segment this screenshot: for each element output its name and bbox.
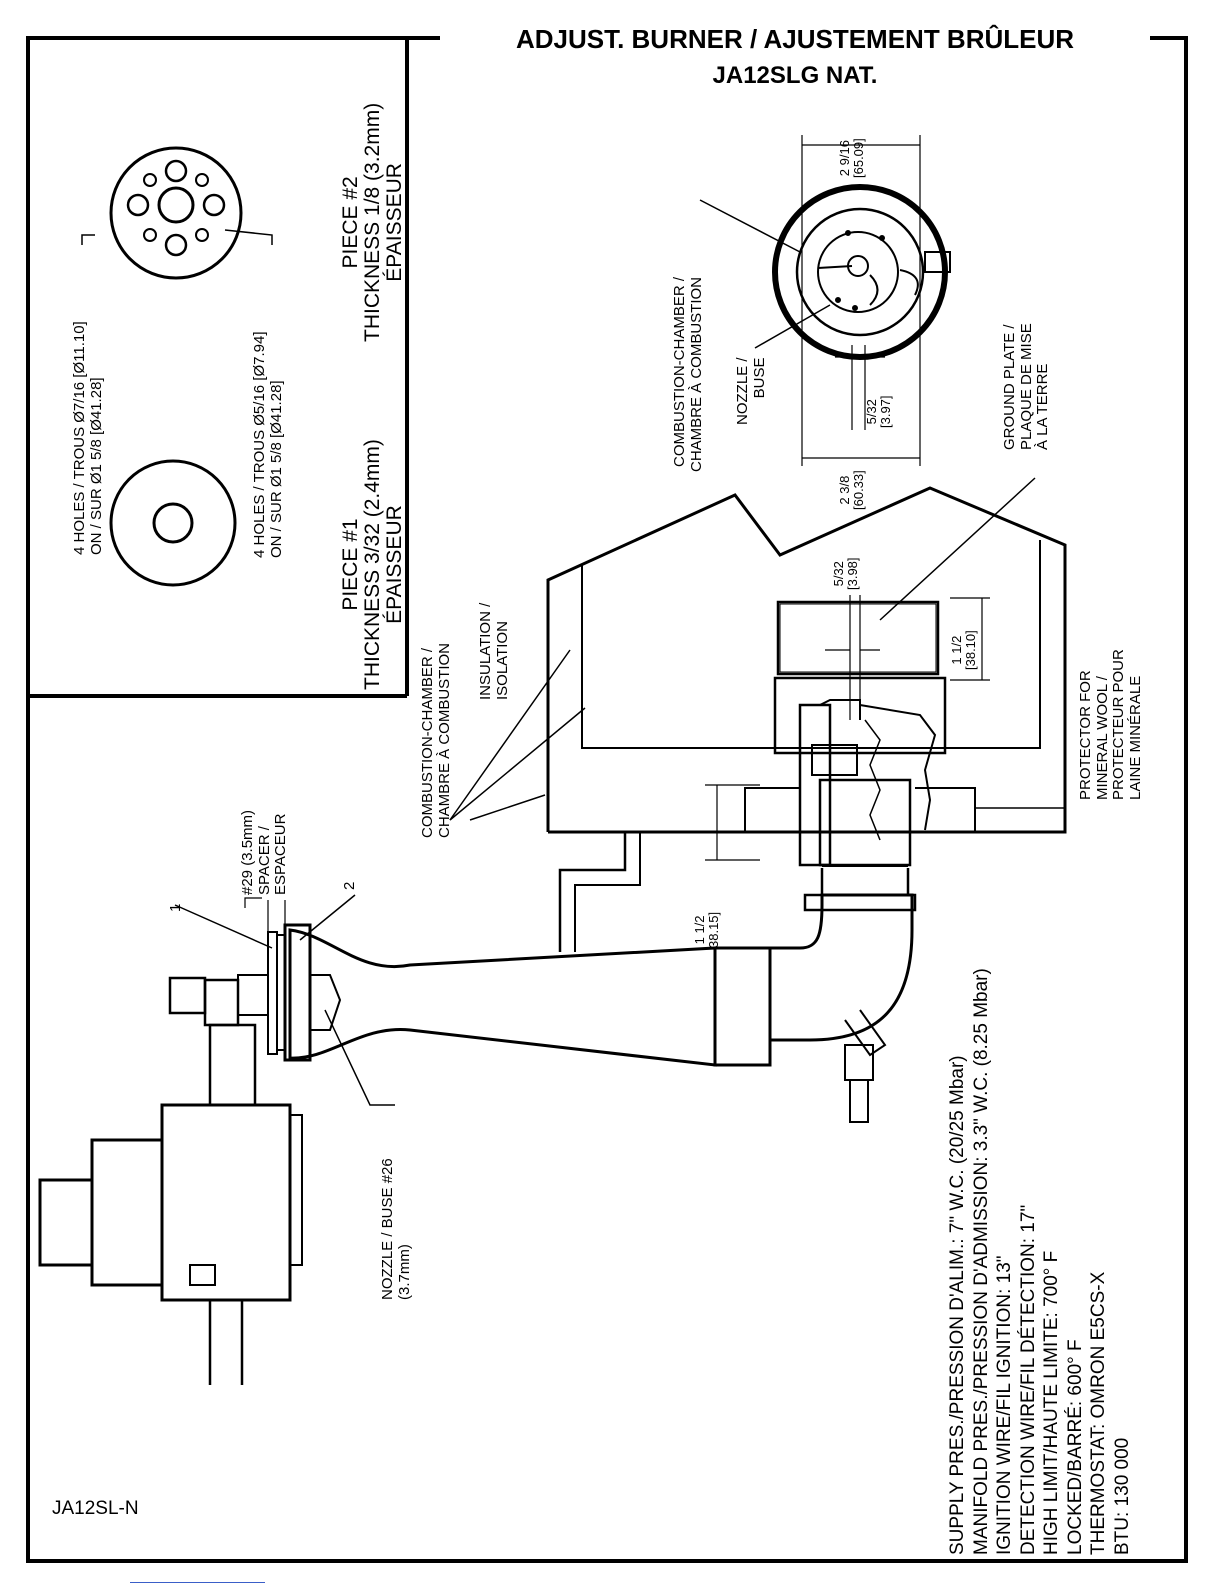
side-dim-height: 1 1/2[38.10] — [949, 630, 979, 670]
piece-2-label: PIECE #2 THICKNESS 1/8 (3.2mm) ÉPAISSEUR — [339, 102, 407, 342]
top-dim-upper: 2 9/16[65.09] — [837, 138, 867, 178]
spec-thermostat: THERMOSTAT: OMRON E5CS-X — [1088, 1271, 1110, 1555]
spec-ignition: IGNITION WIRE/FIL IGNITION: 13" — [994, 1255, 1016, 1555]
callout-1: 1 — [167, 903, 184, 912]
side-dim-gap: 5/32[3.98] — [831, 557, 861, 590]
venturi-tube — [288, 832, 917, 1123]
top-dim-lower: 2 3/8[60.33] — [837, 470, 867, 510]
burner-top-view — [699, 135, 951, 466]
piece-1-disc — [109, 459, 237, 587]
model-code: JA12SL-N — [52, 1498, 139, 1519]
spacer-label: #29 (3.5mm)SPACER /ESPACEUR — [239, 809, 289, 895]
spec-high-limit: HIGH LIMIT/HAUTE LIMITE: 700° F — [1041, 1250, 1063, 1555]
piece-1-label: PIECE #1 THICKNESS 3/32 (2.4mm) ÉPAISSEU… — [339, 439, 407, 690]
spec-btu: BTU: 130 000 — [1111, 1437, 1133, 1555]
spec-manifold: MANIFOLD PRES./PRESSION D'ADMISSION: 3.3… — [970, 968, 992, 1555]
nozzle-26-label: NOZZLE / BUSE #26(3.7mm) — [379, 1158, 413, 1300]
spec-detection: DETECTION WIRE/FIL DÉTECTION: 17" — [1017, 1204, 1039, 1555]
spec-locked: LOCKED/BARRÉ: 600° F — [1064, 1339, 1086, 1555]
gas-valve-assembly — [38, 894, 395, 1385]
side-combustion-chamber-label: COMBUSTION-CHAMBER /CHAMBRE À COMBUSTION — [419, 642, 453, 838]
piece-2-disc — [81, 146, 273, 280]
spec-supply: SUPPLY PRES./PRESSION D'ALIM.: 7" W.C. (… — [947, 1055, 968, 1555]
title-line-1: ADJUST. BURNER / AJUSTEMENT BRÛLEUR — [440, 26, 1150, 52]
title-line-2: JA12SLG NAT. — [440, 64, 1150, 88]
callout-2: 2 — [341, 881, 358, 890]
footer-underline — [130, 1582, 265, 1583]
insulation-label: INSULATION /ISOLATION — [477, 602, 511, 700]
top-dim-small: 5/32[3.97] — [864, 395, 894, 428]
spec-block: SUPPLY PRES./PRESSION D'ALIM.: 7" W.C. (… — [946, 968, 1134, 1555]
combustion-chamber-side — [449, 477, 1067, 867]
holes-large-label: 4 HOLES / TROUS Ø7/16 [Ø11.10] ON / SUR … — [71, 321, 105, 555]
holes-small-label: 4 HOLES / TROUS Ø5/16 [Ø7.94] ON / SUR Ø… — [251, 331, 285, 559]
top-nozzle-label: NOZZLE /BUSE — [734, 357, 768, 425]
top-combustion-chamber-label: COMBUSTION-CHAMBER /CHAMBRE À COMBUSTION — [671, 276, 705, 472]
